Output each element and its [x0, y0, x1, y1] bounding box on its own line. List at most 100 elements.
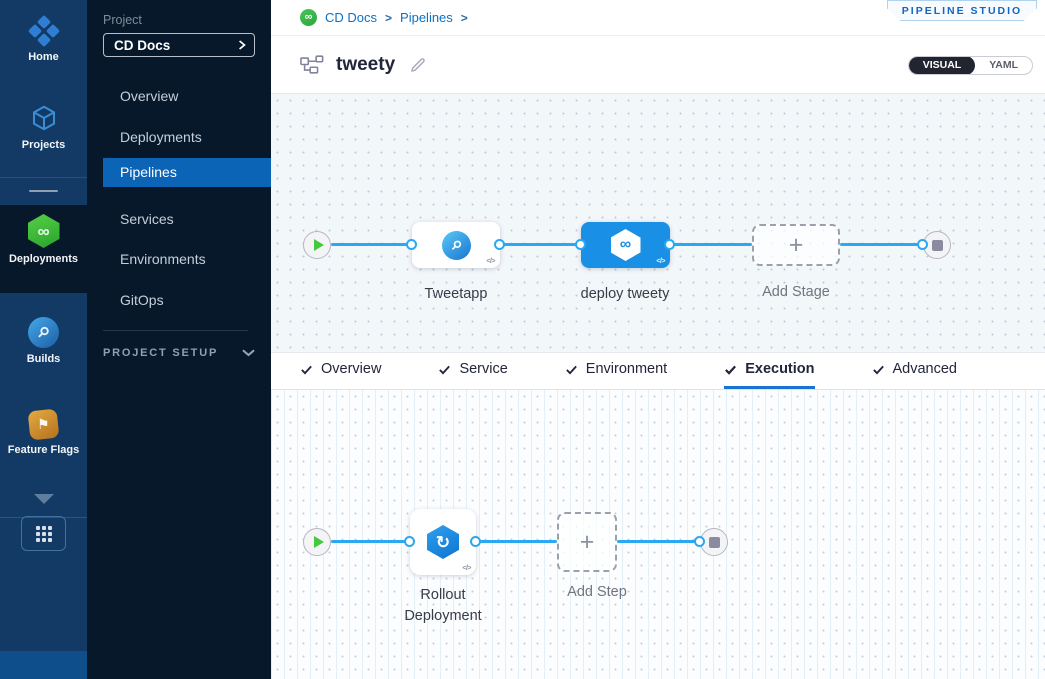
plus-icon: + — [789, 233, 804, 258]
project-sidebar: Project CD Docs Overview Deployments Pip… — [87, 0, 271, 679]
toggle-visual-button[interactable]: VISUAL — [909, 56, 976, 75]
stage-node-deploy-tweety[interactable]: ∞ </> — [581, 222, 670, 268]
stage-label-tweetapp: Tweetapp — [396, 286, 516, 302]
code-icon[interactable]: </> — [462, 565, 471, 572]
stage-canvas[interactable]: </> ∞ </> + Tweetapp deploy tweety Add S… — [271, 94, 1045, 352]
connector-line — [331, 243, 412, 246]
play-icon — [314, 536, 324, 548]
connector-line — [840, 243, 923, 246]
pipeline-icon — [300, 55, 324, 74]
plus-icon: + — [580, 530, 595, 555]
edit-pencil-icon[interactable] — [409, 56, 427, 74]
toggle-yaml-button[interactable]: YAML — [975, 56, 1032, 75]
chevron-right-icon — [238, 39, 246, 51]
connector-port[interactable] — [917, 239, 928, 250]
tab-overview[interactable]: Overview — [300, 353, 381, 389]
sidebar-item-pipelines[interactable]: Pipelines — [103, 158, 271, 187]
project-setup-label: PROJECT SETUP — [103, 347, 218, 359]
execution-start-node[interactable] — [303, 528, 331, 556]
rail-item-label: Builds — [0, 353, 87, 365]
checkmark-icon — [565, 363, 578, 376]
home-icon — [29, 16, 59, 46]
rail-footer-strip — [0, 651, 87, 679]
ci-builds-icon — [28, 317, 59, 348]
add-step-button[interactable]: + — [557, 512, 617, 572]
rail-item-builds[interactable]: Builds — [0, 317, 87, 365]
checkmark-icon — [438, 363, 451, 376]
rolling-deploy-icon: ↻ — [427, 525, 459, 559]
chevron-down-icon — [242, 349, 255, 357]
connector-port[interactable] — [406, 239, 417, 250]
stop-icon — [709, 537, 720, 548]
rail-item-home[interactable]: Home — [0, 16, 87, 63]
code-icon[interactable]: </> — [656, 258, 665, 265]
stage-config-tabs: Overview Service Environment Execution A… — [271, 352, 1045, 390]
rail-divider — [0, 177, 87, 178]
tab-execution[interactable]: Execution — [724, 353, 814, 389]
checkmark-icon — [872, 363, 885, 376]
rail-collapse-handle[interactable] — [29, 190, 58, 192]
rail-item-label: Feature Flags — [0, 444, 87, 456]
sidebar-item-services[interactable]: Services — [87, 205, 271, 234]
stage-node-tweetapp[interactable]: </> — [412, 222, 500, 268]
project-section-label: Project — [103, 13, 142, 27]
connector-port[interactable] — [470, 536, 481, 547]
pipeline-title-bar: tweety VISUAL YAML — [271, 36, 1045, 94]
checkmark-icon — [724, 363, 737, 376]
rail-item-deployments[interactable]: ∞ Deployments — [0, 214, 87, 265]
connector-port[interactable] — [664, 239, 675, 250]
add-stage-label[interactable]: Add Stage — [736, 284, 856, 300]
tab-advanced[interactable]: Advanced — [872, 353, 958, 389]
pipeline-studio-badge: PIPELINE STUDIO — [887, 0, 1037, 21]
rail-more-modules[interactable] — [0, 494, 87, 504]
rail-item-label: Projects — [0, 139, 87, 151]
connector-port[interactable] — [404, 536, 415, 547]
code-icon[interactable]: </> — [486, 258, 495, 265]
cd-module-icon: ∞ — [300, 9, 317, 26]
chevron-down-icon — [34, 494, 54, 504]
sidebar-divider — [103, 330, 248, 331]
connector-line — [617, 540, 700, 543]
rail-item-projects[interactable]: Projects — [0, 102, 87, 151]
breadcrumb-project-link[interactable]: CD Docs — [325, 10, 377, 25]
visual-yaml-toggle: VISUAL YAML — [908, 56, 1033, 75]
sidebar-item-deployments[interactable]: Deployments — [87, 123, 271, 152]
module-rail: Home Projects ∞ Deployments Builds — [0, 0, 87, 679]
breadcrumb-separator: > — [385, 11, 392, 25]
sidebar-item-gitops[interactable]: GitOps — [87, 286, 271, 315]
pipeline-name: tweety — [336, 54, 395, 76]
breadcrumb-separator: > — [461, 11, 468, 25]
execution-canvas[interactable]: ↻ </> + Rollout Deployment Add Step — [271, 390, 1045, 679]
build-stage-icon — [442, 231, 471, 260]
projects-cube-icon — [28, 102, 60, 134]
app-launcher-button[interactable] — [21, 516, 66, 551]
project-selector[interactable]: CD Docs — [103, 33, 255, 57]
connector-port[interactable] — [694, 536, 705, 547]
connector-port[interactable] — [494, 239, 505, 250]
main-content: ∞ CD Docs > Pipelines > PIPELINE STUDIO … — [271, 0, 1045, 679]
project-setup-toggle[interactable]: PROJECT SETUP — [103, 347, 255, 359]
app-grid-icon — [36, 526, 52, 542]
cd-deployments-icon: ∞ — [28, 214, 60, 248]
checkmark-icon — [300, 363, 313, 376]
connector-line — [670, 243, 752, 246]
add-stage-button[interactable]: + — [752, 224, 840, 266]
connector-port[interactable] — [575, 239, 586, 250]
step-node-rollout-deployment[interactable]: ↻ </> — [410, 509, 476, 575]
project-selector-value: CD Docs — [114, 38, 238, 53]
feature-flags-icon: ⚑ — [28, 409, 60, 441]
add-step-label[interactable]: Add Step — [537, 584, 657, 600]
deploy-stage-icon: ∞ — [611, 229, 641, 261]
rail-item-feature-flags[interactable]: ⚑ Feature Flags — [0, 410, 87, 456]
connector-line — [500, 243, 581, 246]
breadcrumb-pipelines-link[interactable]: Pipelines — [400, 10, 453, 25]
play-icon — [314, 239, 324, 251]
tab-environment[interactable]: Environment — [565, 353, 667, 389]
sidebar-item-environments[interactable]: Environments — [87, 245, 271, 274]
rail-item-label: Home — [0, 51, 87, 63]
stage-label-deploy-tweety: deploy tweety — [565, 286, 685, 302]
pipeline-start-node[interactable] — [303, 231, 331, 259]
tab-service[interactable]: Service — [438, 353, 507, 389]
sidebar-item-overview[interactable]: Overview — [87, 82, 271, 111]
